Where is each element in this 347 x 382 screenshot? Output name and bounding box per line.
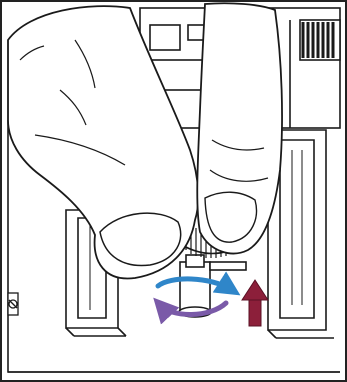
thumb-icon bbox=[197, 3, 282, 253]
heatsink bbox=[300, 20, 340, 60]
screw-icon bbox=[8, 293, 18, 315]
